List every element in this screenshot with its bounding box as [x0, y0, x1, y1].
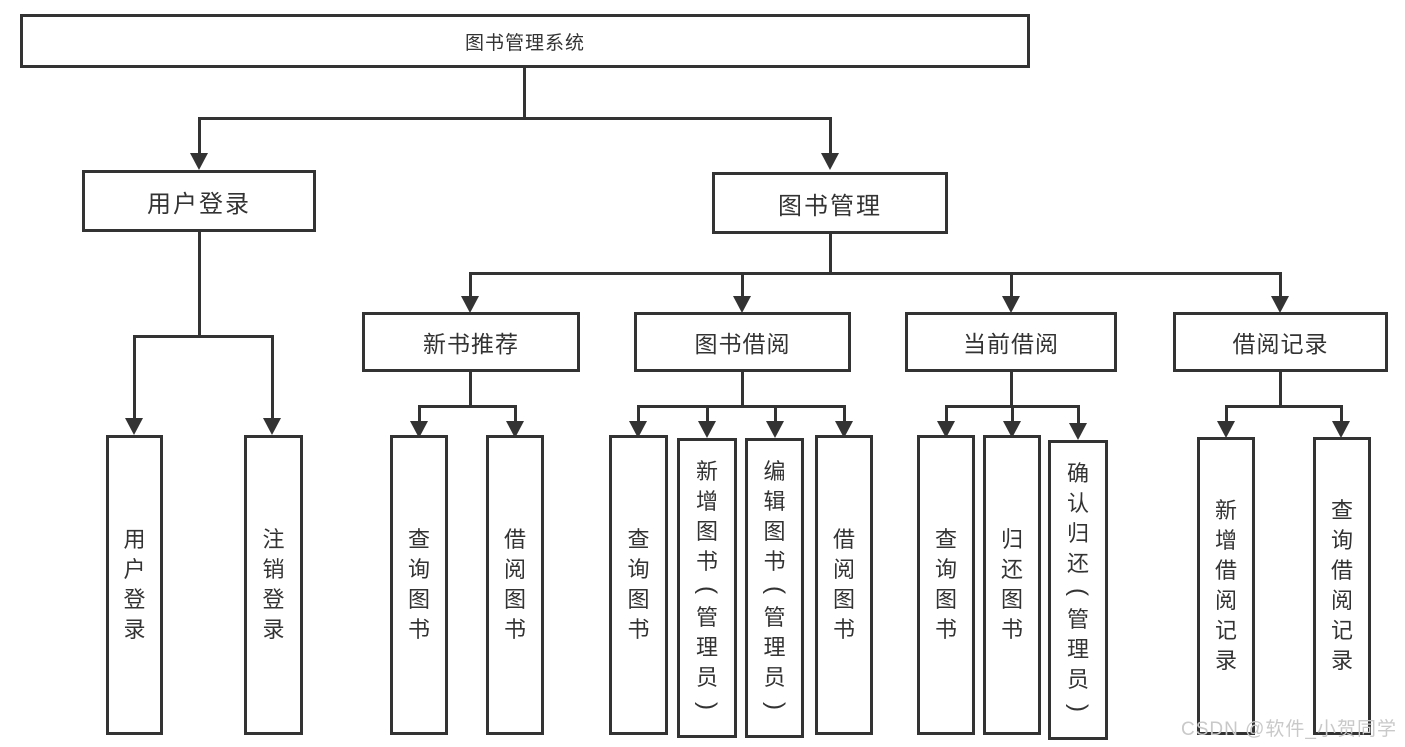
- arrow-down-icon: [1069, 423, 1087, 440]
- node-cb-query-books-label: 查询图书: [934, 527, 957, 642]
- connector-mgmt-branch: [469, 272, 1282, 275]
- connector-drop-borrow-record: [1279, 272, 1282, 298]
- connector-sec1-drop3: [843, 405, 846, 423]
- node-nb-borrow-books: 借阅图书: [486, 435, 544, 735]
- arrow-down-icon: [629, 421, 647, 438]
- connector-drop-user-login: [198, 117, 201, 155]
- connector-sec1-stem: [741, 372, 744, 405]
- node-book-borrowing-label: 图书借阅: [694, 331, 791, 357]
- arrow-down-icon: [410, 421, 428, 438]
- node-user-login: 用户登录: [82, 170, 316, 232]
- arrow-down-icon: [1217, 421, 1235, 438]
- arrow-down-icon: [1003, 421, 1021, 438]
- node-login-logout: 注销登录: [244, 435, 303, 735]
- connector-drop-current-borrow: [1010, 272, 1013, 298]
- node-root-system: 图书管理系统: [20, 14, 1030, 68]
- node-cb-query-books: 查询图书: [917, 435, 975, 735]
- node-cb-confirm-return-admin: 确认归还(管理员): [1048, 440, 1108, 740]
- node-login-logout-label: 注销登录: [262, 527, 285, 642]
- node-br-add-record: 新增借阅记录: [1197, 437, 1255, 735]
- arrow-down-icon: [461, 296, 479, 313]
- node-bb-add-books-admin-label: 新增图书(管理员): [694, 459, 721, 711]
- node-root-label: 图书管理系统: [464, 32, 585, 54]
- node-bb-query-books: 查询图书: [609, 435, 668, 735]
- connector-sec2-stem: [1010, 372, 1013, 405]
- arrow-down-icon: [1271, 296, 1289, 313]
- connector-sec0-drop1: [514, 405, 517, 423]
- connector-sec3-branch: [1225, 405, 1343, 408]
- connector-drop-book-borrow: [741, 272, 744, 298]
- csdn-watermark: CSDN @软件_小贺同学: [1181, 719, 1397, 740]
- arrow-down-icon: [766, 421, 784, 438]
- node-bb-edit-books-admin: 编辑图书(管理员): [745, 438, 804, 738]
- connector-login-branch: [133, 335, 274, 338]
- node-book-management: 图书管理: [712, 172, 948, 234]
- node-new-book-label: 新书推荐: [423, 331, 519, 357]
- connector-sec3-drop1: [1340, 405, 1343, 423]
- connector-drop-login-logout: [271, 335, 274, 420]
- node-current-borrowing-label: 当前借阅: [963, 331, 1059, 357]
- arrow-down-icon: [821, 153, 839, 170]
- node-borrowing-records-label: 借阅记录: [1232, 331, 1329, 357]
- connector-sec2-drop1: [1011, 405, 1014, 423]
- arrow-down-icon: [506, 421, 524, 438]
- connector-sec1-drop1: [706, 405, 709, 423]
- connector-sec0-branch: [418, 405, 517, 408]
- node-br-add-record-label: 新增借阅记录: [1214, 498, 1237, 673]
- node-login-user: 用户登录: [106, 435, 163, 735]
- connector-drop-new-book: [469, 272, 472, 298]
- connector-sec0-drop0: [418, 405, 421, 423]
- arrow-down-icon: [1002, 296, 1020, 313]
- arrow-down-icon: [835, 421, 853, 438]
- connector-sec3-stem: [1279, 372, 1282, 405]
- node-bb-query-books-label: 查询图书: [627, 527, 650, 642]
- node-new-book-recommend: 新书推荐: [362, 312, 580, 372]
- arrow-down-icon: [263, 418, 281, 435]
- arrow-down-icon: [190, 153, 208, 170]
- node-bb-edit-books-admin-label: 编辑图书(管理员): [761, 459, 789, 711]
- connector-drop-login-user: [133, 335, 136, 420]
- node-br-query-record-label: 查询借阅记录: [1330, 498, 1353, 673]
- node-cb-return-books: 归还图书: [983, 435, 1041, 735]
- connector-sec1-drop0: [637, 405, 640, 423]
- arrow-down-icon: [1332, 421, 1350, 438]
- arrow-down-icon: [698, 421, 716, 438]
- node-bb-add-books-admin: 新增图书(管理员): [677, 438, 737, 738]
- connector-sec2-drop2: [1077, 405, 1080, 423]
- arrow-down-icon: [937, 421, 955, 438]
- connector-sec0-stem: [469, 372, 472, 405]
- node-borrowing-records: 借阅记录: [1173, 312, 1388, 372]
- node-book-borrowing: 图书借阅: [634, 312, 851, 372]
- connector-mgmt-stem: [829, 234, 832, 272]
- connector-root-stem: [523, 68, 526, 118]
- connector-login-stem: [198, 232, 201, 335]
- node-bb-borrow-books: 借阅图书: [815, 435, 873, 735]
- node-nb-query-books-label: 查询图书: [407, 527, 430, 642]
- connector-drop-book-mgmt: [829, 117, 832, 155]
- node-nb-query-books: 查询图书: [390, 435, 448, 735]
- connector-sec2-drop0: [945, 405, 948, 423]
- connector-sec1-branch: [637, 405, 846, 408]
- node-book-management-label: 图书管理: [778, 192, 882, 220]
- node-cb-return-books-label: 归还图书: [1000, 527, 1023, 642]
- arrow-down-icon: [733, 296, 751, 313]
- node-login-user-label: 用户登录: [123, 527, 146, 642]
- node-br-query-record: 查询借阅记录: [1313, 437, 1371, 735]
- node-bb-borrow-books-label: 借阅图书: [832, 527, 855, 642]
- node-user-login-label: 用户登录: [147, 190, 251, 218]
- connector-root-branch: [198, 117, 832, 120]
- node-nb-borrow-books-label: 借阅图书: [503, 527, 526, 642]
- node-cb-confirm-return-admin-label: 确认归还(管理员): [1065, 461, 1092, 713]
- arrow-down-icon: [125, 418, 143, 435]
- node-current-borrowing: 当前借阅: [905, 312, 1117, 372]
- connector-sec3-drop0: [1225, 405, 1228, 423]
- connector-sec1-drop2: [774, 405, 777, 423]
